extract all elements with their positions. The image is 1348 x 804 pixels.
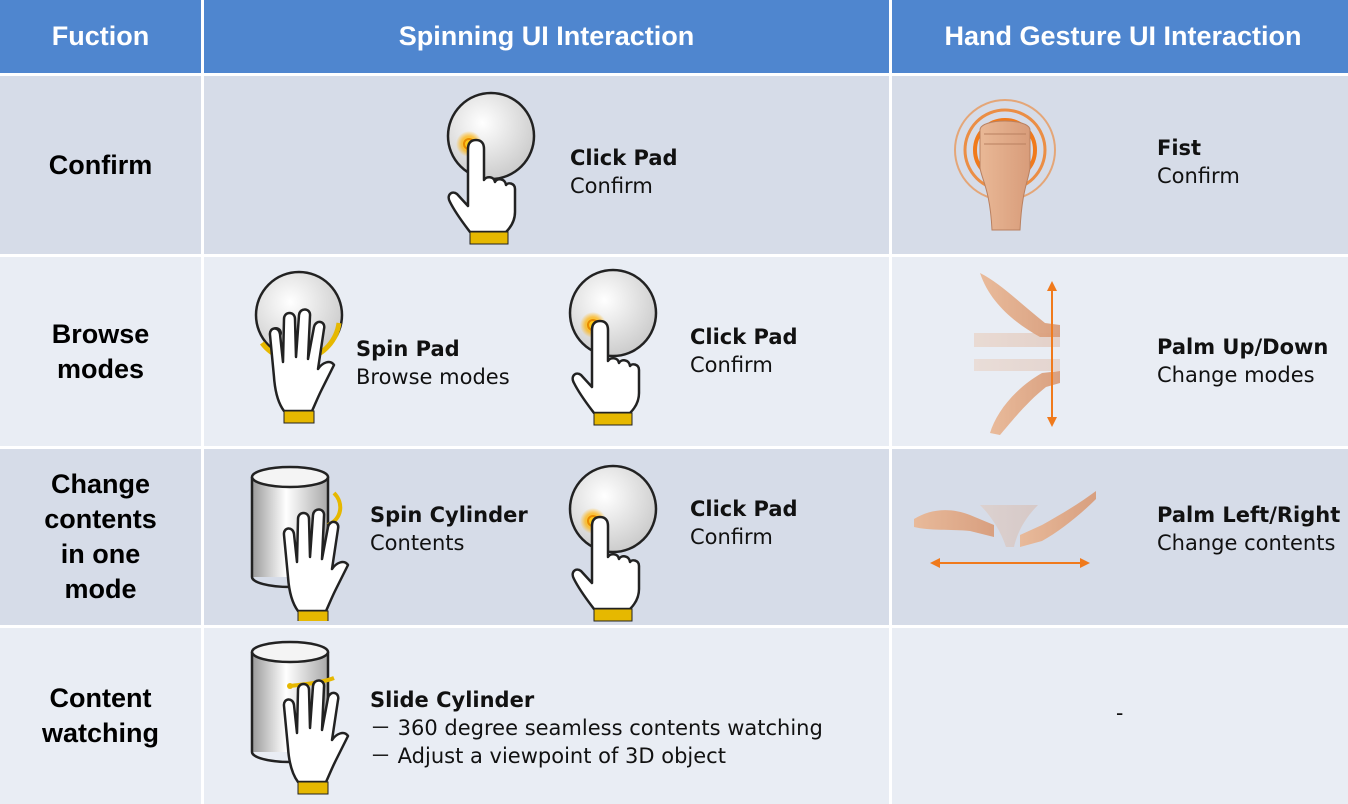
action-title: Click Pad bbox=[690, 497, 798, 521]
gesture-caption: Palm Left/Right Change contents bbox=[1157, 501, 1340, 557]
action-desc: Confirm bbox=[690, 353, 773, 377]
click-pad-icon bbox=[568, 268, 658, 427]
action-desc: Confirm bbox=[690, 525, 773, 549]
gesture-desc: Change modes bbox=[1157, 363, 1315, 387]
gesture-caption: Palm Up/Down Change modes bbox=[1157, 333, 1328, 389]
function-label: Content watching bbox=[41, 683, 159, 748]
action-detail-line: － Adjust a viewpoint of 3D object bbox=[370, 744, 726, 768]
slide-cylinder-icon bbox=[250, 640, 350, 796]
row-spinning-browse-modes: Spin Pad Browse modes Click Pad Confirm bbox=[204, 257, 889, 446]
empty-dash: - bbox=[1116, 700, 1124, 725]
row-function-change-contents: Change contents in one mode bbox=[0, 449, 201, 625]
gesture-caption: Fist Confirm bbox=[1157, 134, 1240, 190]
action-desc: Browse modes bbox=[356, 365, 510, 389]
spinning-caption: Spin Cylinder Contents bbox=[370, 501, 528, 557]
gesture-title: Fist bbox=[1157, 136, 1202, 160]
row-gesture-change-contents: Palm Left/Right Change contents bbox=[892, 449, 1348, 625]
action-detail-line: － 360 degree seamless contents watching bbox=[370, 716, 823, 740]
spinning-caption: Click Pad Confirm bbox=[570, 144, 678, 200]
spin-cylinder-icon bbox=[250, 465, 350, 621]
spinning-caption: Spin Pad Browse modes bbox=[356, 335, 510, 391]
row-gesture-browse-modes: Palm Up/Down Change modes bbox=[892, 257, 1348, 446]
gesture-title: Palm Up/Down bbox=[1157, 335, 1329, 359]
function-label: Browse modes bbox=[51, 318, 150, 384]
spin-pad-icon bbox=[254, 270, 344, 425]
function-label: Confirm bbox=[48, 149, 153, 180]
click-pad-icon bbox=[446, 91, 536, 246]
palm-left-right-icon bbox=[914, 491, 1096, 568]
action-title: Spin Pad bbox=[356, 337, 460, 361]
row-function-confirm: Confirm bbox=[0, 76, 201, 254]
fist-icon bbox=[954, 99, 1056, 231]
action-title: Spin Cylinder bbox=[370, 503, 528, 527]
gesture-desc: Change contents bbox=[1157, 531, 1336, 555]
row-spinning-change-contents: Spin Cylinder Contents Click Pad Confirm bbox=[204, 449, 889, 625]
row-gesture-confirm: Fist Confirm bbox=[892, 76, 1348, 254]
spinning-caption: Slide Cylinder － 360 degree seamless con… bbox=[370, 686, 823, 770]
header-spinning-ui: Spinning UI Interaction bbox=[204, 0, 889, 73]
gesture-title: Palm Left/Right bbox=[1157, 503, 1341, 527]
gesture-desc: Confirm bbox=[1157, 164, 1240, 188]
action-title: Slide Cylinder bbox=[370, 688, 535, 712]
header-hand-gesture-ui: Hand Gesture UI Interaction bbox=[892, 0, 1348, 73]
spinning-caption: Click Pad Confirm bbox=[690, 495, 798, 551]
function-label: Change contents in one mode bbox=[44, 469, 157, 604]
click-pad-icon bbox=[568, 464, 658, 623]
row-gesture-content-watching: - bbox=[892, 628, 1348, 804]
action-title: Click Pad bbox=[570, 146, 678, 170]
header-function: Fuction bbox=[0, 0, 201, 73]
row-spinning-content-watching: Slide Cylinder － 360 degree seamless con… bbox=[204, 628, 889, 804]
spinning-caption: Click Pad Confirm bbox=[690, 323, 798, 379]
action-desc: Confirm bbox=[570, 174, 653, 198]
row-function-browse-modes: Browse modes bbox=[0, 257, 201, 446]
row-function-content-watching: Content watching bbox=[0, 628, 201, 804]
row-spinning-confirm: Click Pad Confirm bbox=[204, 76, 889, 254]
action-desc: Contents bbox=[370, 531, 465, 555]
action-title: Click Pad bbox=[690, 325, 798, 349]
palm-up-down-icon bbox=[974, 273, 1060, 435]
